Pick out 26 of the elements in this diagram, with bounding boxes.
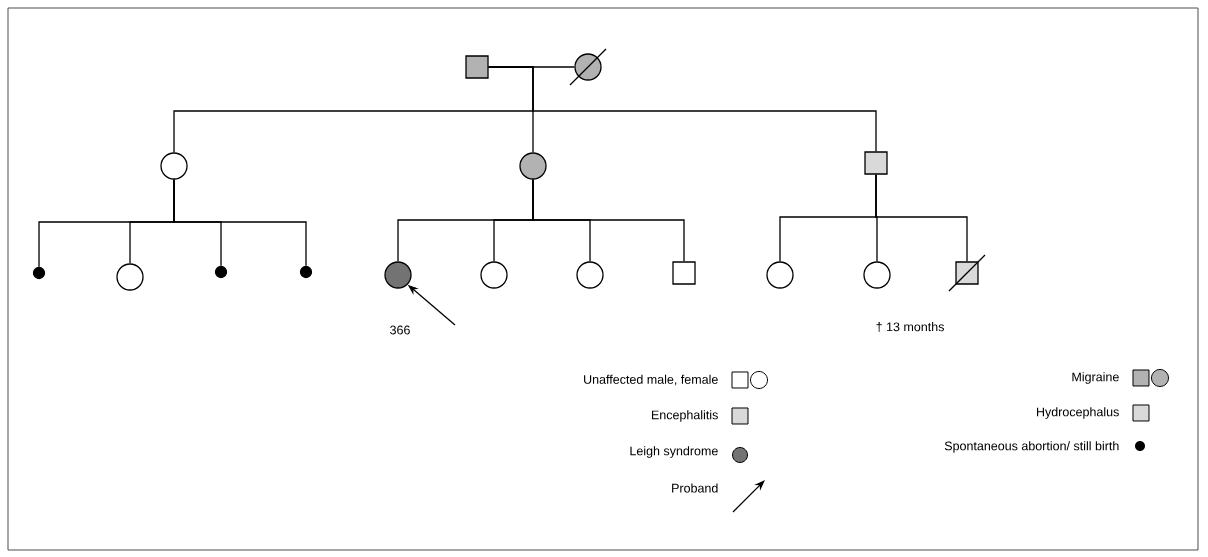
descent-line bbox=[532, 179, 685, 262]
legend-text: Leigh syndrome bbox=[630, 446, 718, 458]
legend-text: Migraine bbox=[1072, 372, 1119, 384]
legend-text: Encephalitis bbox=[651, 410, 718, 422]
female-circle bbox=[384, 261, 412, 289]
individual-note: 366 bbox=[390, 325, 410, 335]
female-circle bbox=[863, 261, 891, 289]
legend-text: Hydrocephalus bbox=[1037, 407, 1119, 419]
female-circle bbox=[160, 152, 188, 180]
male-square bbox=[864, 151, 888, 175]
legend-text: Proband bbox=[672, 483, 718, 493]
legend-text: Unaffected male, female bbox=[584, 374, 718, 386]
individual-note: † 13 months bbox=[876, 322, 944, 332]
female-circle bbox=[480, 261, 508, 289]
descent-line bbox=[875, 174, 968, 262]
descent-line bbox=[488, 66, 877, 152]
female-circle bbox=[519, 152, 547, 180]
male-square-deceased bbox=[948, 254, 986, 292]
female-circle bbox=[766, 261, 794, 289]
female-circle-deceased bbox=[569, 48, 607, 86]
female-circle bbox=[116, 263, 144, 291]
male-square bbox=[672, 261, 696, 285]
descent-line bbox=[173, 179, 307, 267]
male-square bbox=[465, 55, 489, 79]
legend-text: Spontaneous abortion/ still birth bbox=[944, 441, 1119, 453]
female-circle bbox=[576, 261, 604, 289]
